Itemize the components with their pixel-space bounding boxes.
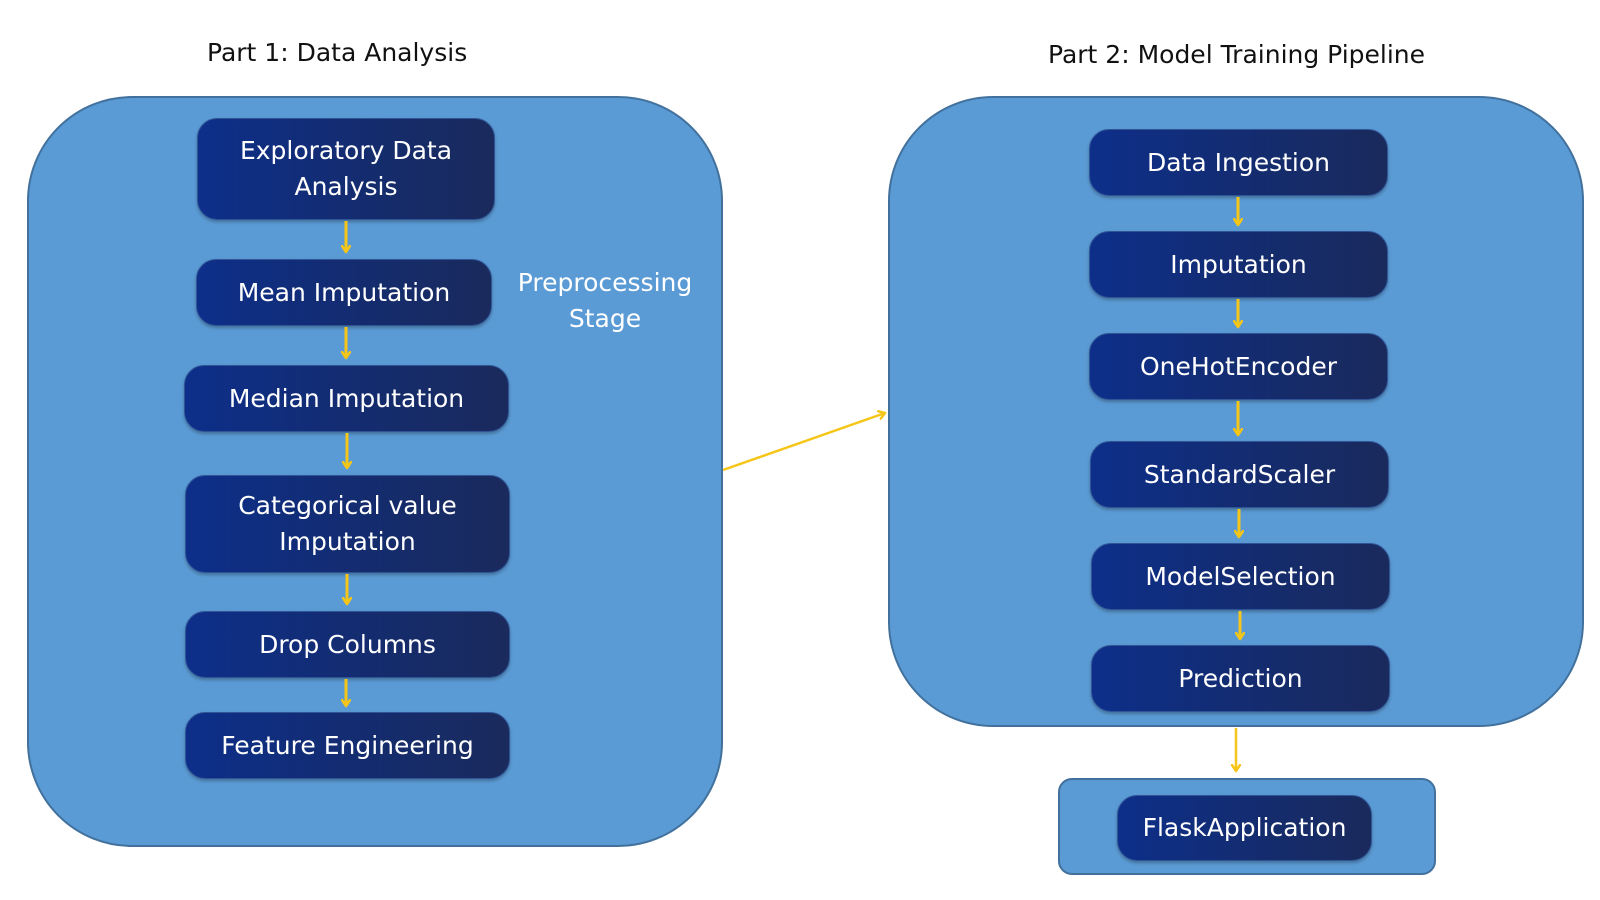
step-modelselection: ModelSelection — [1091, 543, 1390, 610]
step-prediction: Prediction — [1091, 645, 1390, 712]
step-mean-imputation: Mean Imputation — [196, 259, 492, 326]
arrow-part1-to-part2 — [722, 413, 885, 472]
preprocessing-stage-label: Preprocessing Stage — [517, 268, 693, 333]
part1-title: Part 1: Data Analysis — [207, 38, 468, 67]
step-imputation: Imputation — [1089, 231, 1388, 298]
step-flaskapplication: FlaskApplication — [1117, 795, 1372, 861]
part2-title: Part 2: Model Training Pipeline — [1048, 40, 1426, 69]
step-median-imputation: Median Imputation — [184, 365, 509, 432]
step-exploratory-data-analysis: Exploratory Data Analysis — [197, 118, 495, 220]
step-standardscaler: StandardScaler — [1090, 441, 1389, 508]
step-data-ingestion: Data Ingestion — [1089, 129, 1388, 196]
step-categorical-value-imputation: Categorical value Imputation — [185, 475, 510, 573]
step-drop-columns: Drop Columns — [185, 611, 510, 678]
model-training-panel — [888, 96, 1584, 727]
step-feature-engineering: Feature Engineering — [185, 712, 510, 779]
step-onehotencoder: OneHotEncoder — [1089, 333, 1388, 400]
